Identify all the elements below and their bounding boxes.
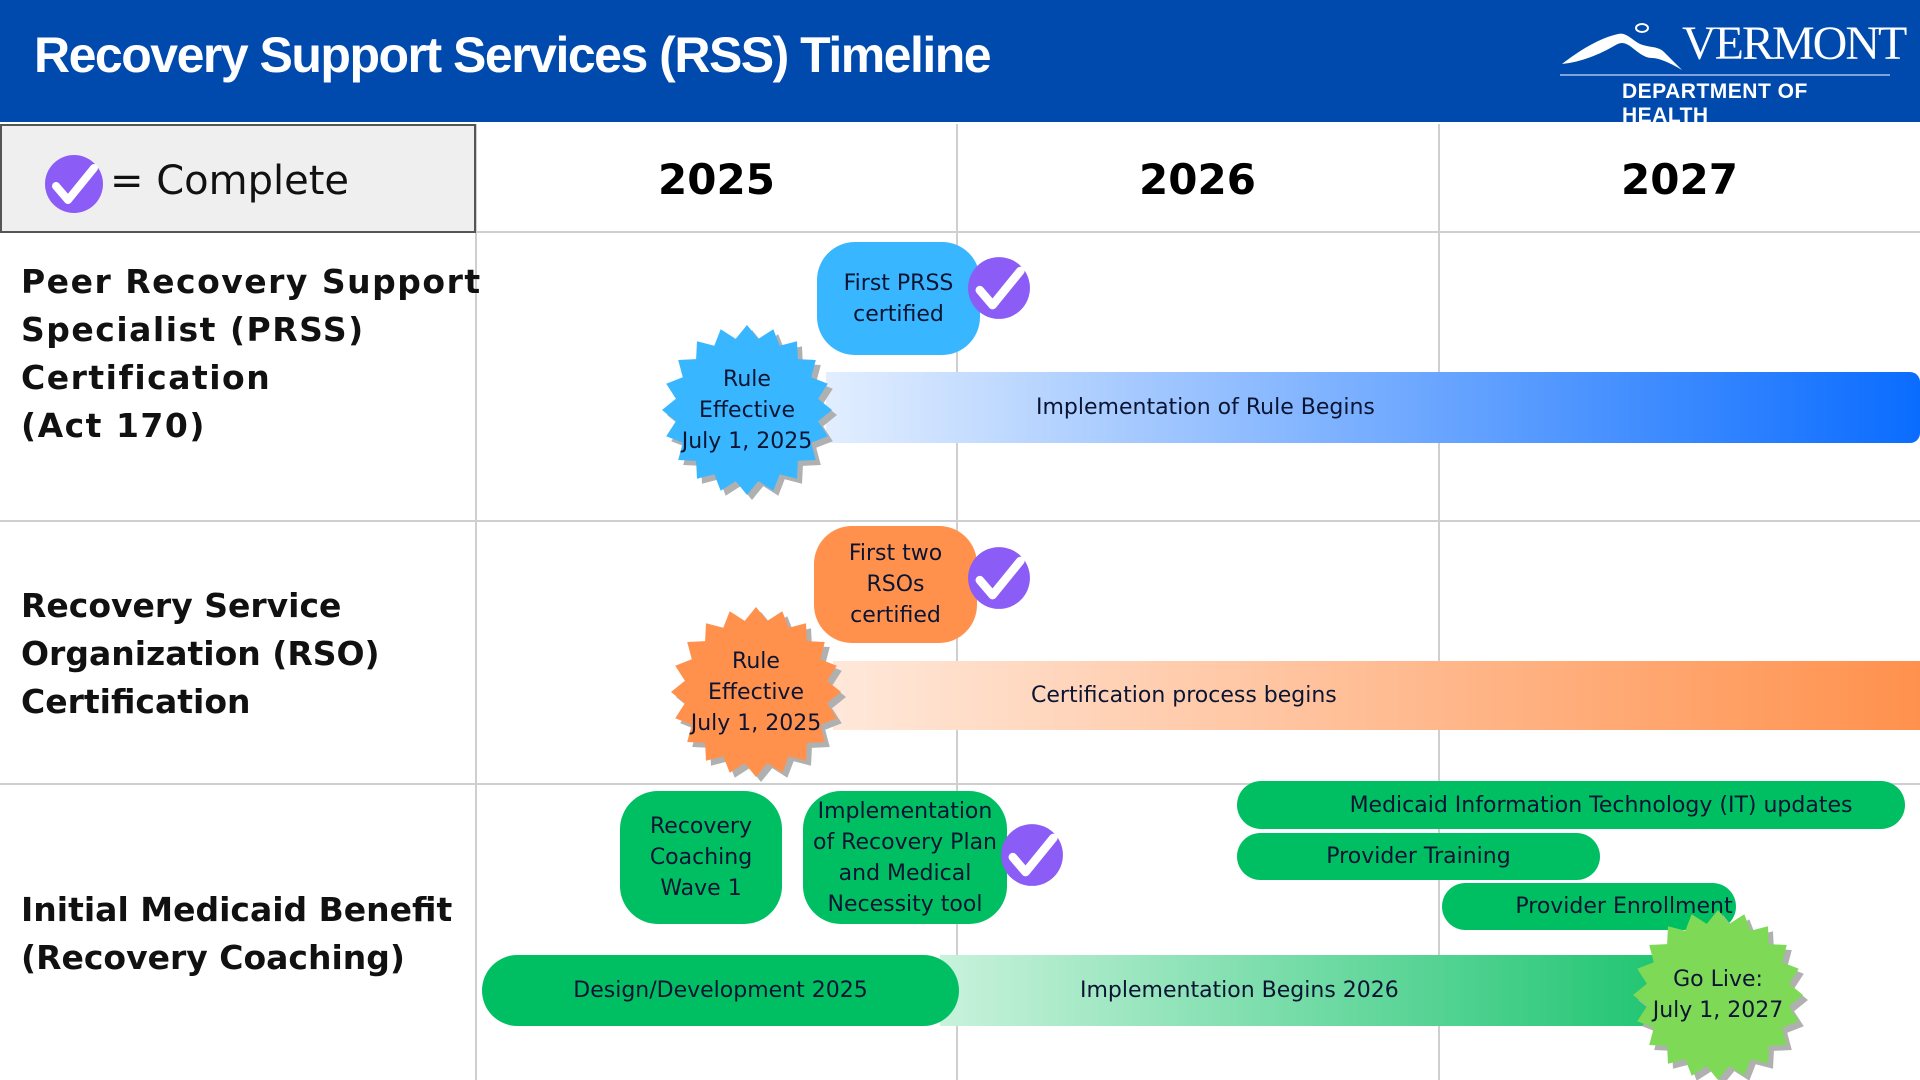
logo-state-name: VERMONT bbox=[1682, 17, 1907, 70]
check-circle-icon bbox=[45, 155, 103, 213]
starburst-rso-text: Rule Effective July 1, 2025 bbox=[669, 605, 843, 779]
year-header-2025: 2025 bbox=[658, 155, 775, 204]
bubble-line: certified bbox=[850, 603, 941, 628]
row-label-medicaid: Initial Medicaid Benefit (Recovery Coach… bbox=[21, 886, 452, 982]
pill-label: Provider Enrollment bbox=[1515, 894, 1733, 919]
starburst-line: July 1, 2025 bbox=[690, 710, 822, 736]
recovery-plan-tool-bubble: Implementation of Recovery Plan and Medica… bbox=[803, 791, 1007, 924]
bar-label: Implementation of Rule Begins bbox=[1036, 395, 1375, 420]
bubble-line: Coaching bbox=[649, 845, 753, 870]
row-label-line: Recovery Service bbox=[21, 586, 342, 625]
pill-label: Design/Development 2025 bbox=[573, 978, 868, 1003]
year-header-2026: 2026 bbox=[1139, 155, 1256, 204]
implementation-2026-bar: Implementation Begins 2026 bbox=[940, 955, 1680, 1026]
bubble-line: Wave 1 bbox=[660, 876, 742, 901]
bubble-line: First two bbox=[848, 541, 943, 566]
row-label-prss: Peer Recovery Support Specialist (PRSS) … bbox=[21, 258, 482, 450]
bar-label: Certification process begins bbox=[1031, 683, 1337, 708]
starburst-line: Rule bbox=[732, 648, 780, 674]
row-label-line: Peer Recovery Support bbox=[21, 262, 482, 301]
bubble-line: Implementation bbox=[817, 798, 993, 824]
rso-certification-bar: Certification process begins bbox=[833, 661, 1920, 730]
starburst-line: July 1, 2027 bbox=[1652, 998, 1784, 1023]
starburst-line: July 1, 2025 bbox=[681, 428, 813, 454]
design-development-2025-bar: Design/Development 2025 bbox=[482, 955, 959, 1026]
pill-label: Provider Training bbox=[1326, 844, 1511, 869]
row-label-line: (Recovery Coaching) bbox=[21, 938, 405, 977]
vermont-health-logo: VERMONT DEPARTMENT OF HEALTH bbox=[1556, 14, 1907, 127]
grid-line-row2-bottom bbox=[0, 783, 1920, 785]
row-label-line: Initial Medicaid Benefit bbox=[21, 890, 453, 929]
check-circle-icon bbox=[1001, 824, 1063, 886]
logo-department-name: DEPARTMENT OF HEALTH bbox=[1622, 80, 1808, 127]
year-header-2027: 2027 bbox=[1621, 155, 1738, 204]
row-label-line: Certification bbox=[21, 358, 272, 397]
mountain-logo-icon bbox=[1562, 23, 1682, 70]
prss-milestone-bubble: First PRSS certified bbox=[817, 242, 980, 355]
bubble-line: Necessity tool bbox=[827, 891, 983, 917]
bubble-line: RSOs bbox=[866, 572, 925, 597]
starburst-line: Effective bbox=[699, 397, 795, 423]
bubble-line: of Recovery Plan bbox=[812, 829, 997, 855]
starburst-prss-text: Rule Effective July 1, 2025 bbox=[660, 323, 834, 497]
starburst-rso bbox=[671, 607, 846, 782]
starburst-go-live-text: Go Live: July 1, 2027 bbox=[1631, 908, 1805, 1080]
row-label-line: Organization (RSO) bbox=[21, 634, 380, 673]
row-label-line: (Act 170) bbox=[21, 406, 206, 445]
bubble-line: First PRSS bbox=[843, 270, 954, 296]
grid-line-header-bottom bbox=[0, 231, 1920, 233]
bubble-line: Recovery bbox=[649, 814, 752, 839]
pill-label: Medicaid Information Technology (IT) upd… bbox=[1349, 792, 1853, 818]
row-label-rso: Recovery Service Organization (RSO) Cert… bbox=[21, 582, 380, 726]
bar-label: Implementation Begins 2026 bbox=[1080, 978, 1399, 1003]
check-circle-icon bbox=[968, 257, 1030, 319]
header-banner: Recovery Support Services (RSS) Timeline… bbox=[0, 0, 1920, 127]
starburst-line: Go Live: bbox=[1673, 967, 1763, 992]
row-label-line: Specialist (PRSS) bbox=[21, 310, 365, 349]
medicaid-it-updates-pill: Medicaid Information Technology (IT) upd… bbox=[1237, 781, 1905, 829]
page-title: Recovery Support Services (RSS) Timeline bbox=[34, 27, 992, 83]
starburst-prss bbox=[662, 325, 837, 500]
starburst-go-live bbox=[1633, 910, 1808, 1080]
provider-training-pill: Provider Training bbox=[1237, 833, 1600, 880]
starburst-line: Effective bbox=[708, 679, 804, 705]
check-circle-icon bbox=[968, 547, 1030, 609]
grid-line-row1-bottom bbox=[0, 520, 1920, 522]
legend-label: = Complete bbox=[110, 158, 350, 204]
legend: = Complete bbox=[0, 124, 476, 233]
logo-divider bbox=[1560, 74, 1890, 76]
bubble-line: certified bbox=[853, 301, 944, 327]
row-label-line: Certification bbox=[21, 682, 251, 721]
starburst-line: Rule bbox=[723, 366, 771, 392]
grid-line-2027 bbox=[1438, 124, 1440, 1080]
bubble-line: and Medical bbox=[838, 860, 972, 886]
grid-line-label-column bbox=[475, 124, 477, 1080]
prss-implementation-bar: Implementation of Rule Begins bbox=[826, 372, 1920, 443]
provider-enrollment-pill: Provider Enrollment bbox=[1442, 883, 1736, 930]
